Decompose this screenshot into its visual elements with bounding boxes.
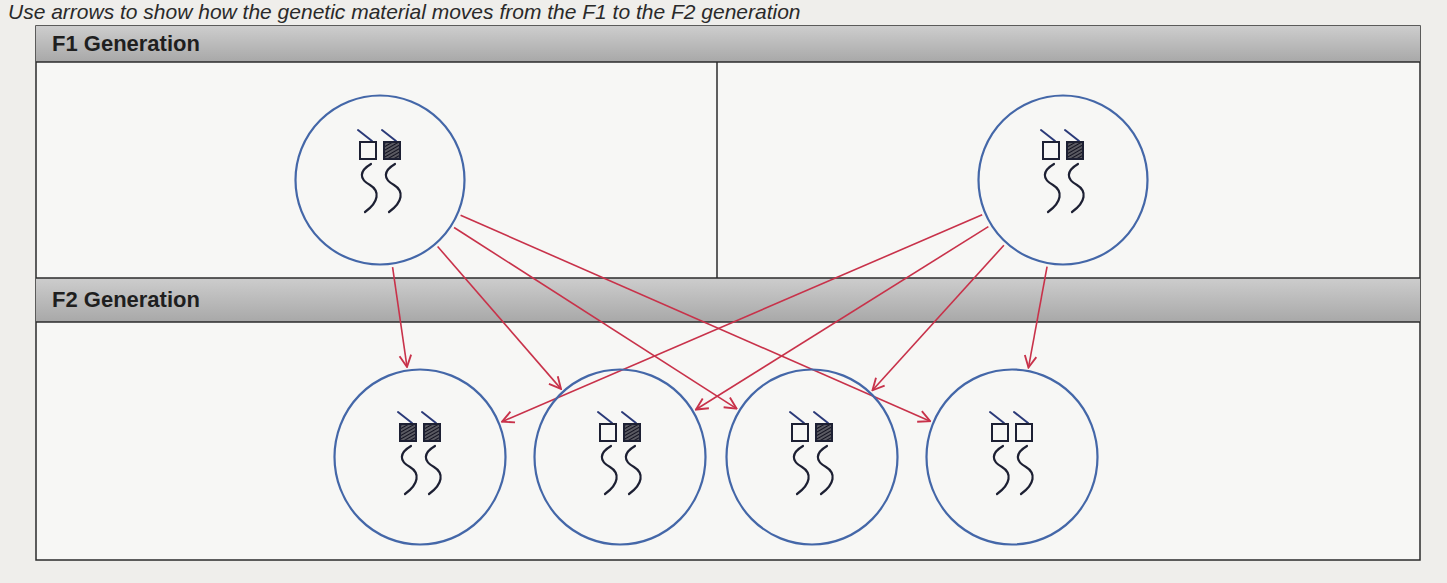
circle-outline (977, 94, 1149, 266)
chromosome-pair (358, 130, 401, 212)
circle-outline (533, 368, 707, 546)
divider-line (716, 62, 718, 278)
inheritance-arrow (1028, 267, 1047, 368)
cell-circle (725, 368, 899, 546)
circle-outline (725, 368, 899, 546)
inheritance-arrow (696, 227, 988, 410)
chromosome-pair (598, 412, 641, 494)
rule-line (36, 321, 1420, 323)
header-band: F1 Generation (36, 26, 1420, 62)
section-heading: F2 Generation (52, 287, 200, 313)
chromosome-pair (990, 412, 1033, 494)
chromosome (1065, 130, 1084, 212)
cell-circle (294, 94, 466, 266)
chromosome (1041, 130, 1060, 212)
circle-outline (727, 370, 898, 545)
rule-line (36, 61, 1420, 63)
inheritance-arrow (502, 215, 982, 422)
cell-circle (925, 368, 1099, 546)
chromosome (422, 412, 441, 494)
circle-outline (979, 96, 1148, 265)
chromosome (814, 412, 833, 494)
chromosome (990, 412, 1009, 494)
circle-outline (535, 370, 706, 545)
rule-line (36, 277, 1420, 279)
chromosome (598, 412, 617, 494)
circle-outline (294, 94, 466, 266)
circle-outline (333, 368, 507, 546)
header-band-fill (36, 26, 1420, 62)
header-band-fill (36, 278, 1420, 322)
chromosome-pair (790, 412, 833, 494)
section-heading: F1 Generation (52, 31, 200, 57)
inheritance-arrow (438, 247, 561, 389)
cell-circle (333, 368, 507, 546)
chromosome (622, 412, 641, 494)
chromosome (382, 130, 401, 212)
chromosome (398, 412, 417, 494)
chromosome-pair (1041, 130, 1084, 212)
inheritance-arrow (461, 215, 931, 421)
note-layer: Use arrows to show how the genetic mater… (0, 0, 1447, 26)
circle-outline (925, 368, 1099, 546)
header-band: F2 Generation (36, 278, 1420, 322)
chromosome-pair (398, 412, 441, 494)
worksheet-box (36, 26, 1420, 560)
chromosome (790, 412, 809, 494)
circle-outline (296, 96, 465, 265)
chromosome (358, 130, 377, 212)
inheritance-arrow (872, 245, 1003, 390)
circle-outline (927, 370, 1098, 545)
instruction-text: Use arrows to show how the genetic mater… (8, 0, 801, 24)
cell-circle (977, 94, 1149, 266)
cell-circle (533, 368, 707, 546)
inheritance-arrow (393, 267, 407, 367)
circle-outline (335, 370, 506, 545)
chromosome (1014, 412, 1033, 494)
